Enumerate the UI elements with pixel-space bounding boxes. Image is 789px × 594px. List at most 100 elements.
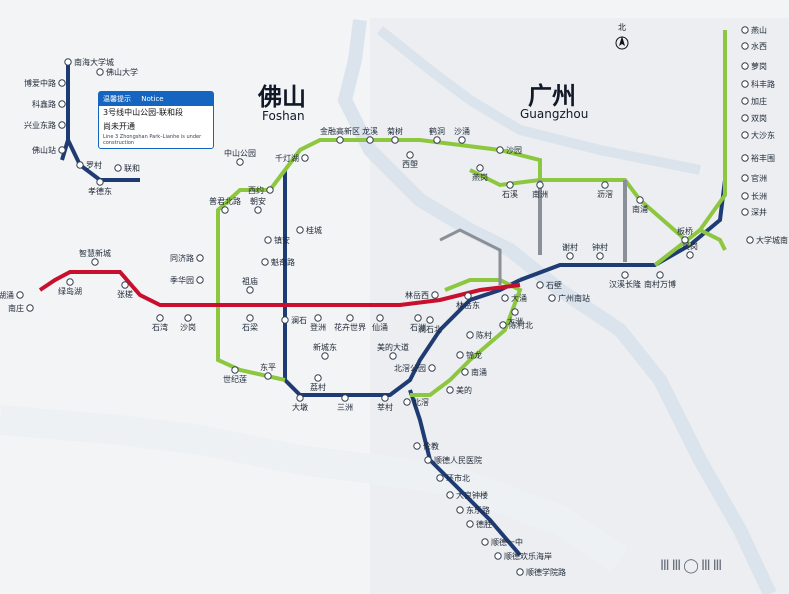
station-marker-s90 [482,539,488,545]
station-label-s66: 谢村 [562,242,578,252]
station-label-s43: 花卉世界 [334,322,366,332]
north-label: 北 [614,22,630,33]
station-label-s61: 世纪莲 [223,374,247,384]
station-marker-s35 [27,305,33,311]
station-label-s23: 燕岗 [472,172,488,182]
north-indicator: 北 [614,22,630,53]
station-marker-s75 [742,175,748,181]
station-marker-s22 [497,147,503,153]
station-marker-s12 [255,207,261,213]
station-label-s37: 张槎 [117,289,133,299]
north-arrow-icon [614,33,630,51]
station-label-s68: 汉溪长隆 [609,279,641,289]
station-marker-s18 [392,137,398,143]
station-label-s94: 大涌 [511,293,527,303]
station-marker-s24 [507,182,513,188]
station-label-s36: 智慧新城 [79,248,111,258]
station-marker-s52 [467,332,473,338]
station-marker-s59 [382,395,388,401]
station-label-s55: 美的 [456,385,472,395]
station-label-s79: 科丰路 [751,79,775,89]
station-label-s11: 普君北路 [209,196,241,206]
station-label-s41: 澜石 [291,316,307,325]
station-marker-s26 [602,182,608,188]
station-marker-s67 [597,253,603,259]
notice-box: 温馨提示 Notice 3号线中山公园-联和段 尚未开通 Line 3 Zhon… [98,91,214,149]
station-label-s77: 水西 [751,41,767,51]
station-marker-s78 [742,63,748,69]
watermark: ⅢⅢ◯ⅢⅢ [660,558,770,582]
station-marker-s04 [59,101,65,107]
station-marker-s17 [367,137,373,143]
station-marker-s25 [537,182,543,188]
station-marker-s48 [537,282,543,288]
station-label-s30: 同济路 [170,253,194,263]
station-label-s64: 新城东 [313,342,337,352]
station-label-s82: 裕丰围 [751,153,775,163]
station-label-s12: 朝安 [250,196,266,206]
station-marker-s81 [742,132,748,138]
city-guangzhou-en: Guangzhou [520,107,588,121]
station-label-s63: 大墩 [292,402,308,412]
station-marker-s61 [232,367,238,373]
station-label-s93: 澜石北 [418,325,442,334]
station-label-s91: 顺德欢乐海岸 [504,551,552,561]
notice-text-2: 尚未开通 [99,120,213,134]
station-label-s24: 石溪 [502,189,518,199]
station-marker-s33 [17,292,23,298]
line-navy-north [62,62,68,160]
station-marker-s39 [185,315,191,321]
station-marker-s53 [457,352,463,358]
station-label-s51: 陈村北 [509,320,533,330]
station-label-s13: 西约 [248,185,264,195]
station-label-s44: 仙涌 [372,322,388,332]
notice-badge: 温馨提示 [103,95,131,103]
station-marker-s44 [377,315,383,321]
station-marker-s41 [282,317,288,323]
station-label-s26: 沥滘 [597,190,613,199]
station-label-s20: 鹤洞 [429,126,445,136]
station-label-s54: 南涌 [471,367,487,377]
station-label-s03: 博爱中路 [24,78,56,88]
station-label-s75: 官洲 [751,173,767,183]
station-marker-s56 [429,365,435,371]
station-marker-s32 [262,259,268,265]
station-marker-s40 [247,315,253,321]
station-label-s80: 加庄 [751,96,767,106]
station-marker-s05 [59,122,65,128]
station-marker-s11 [222,207,228,213]
station-marker-s62 [265,373,271,379]
station-marker-s46 [432,292,438,298]
station-label-s53: 锦龙 [466,350,482,360]
station-marker-s85 [425,457,431,463]
station-marker-s47 [465,293,471,299]
station-marker-s37 [122,282,128,288]
station-label-s19: 西塱 [402,159,418,169]
station-marker-s77 [742,43,748,49]
station-marker-s68 [622,272,628,278]
station-marker-s09 [97,179,103,185]
station-label-s07: 罗村 [86,160,102,170]
station-marker-s87 [447,492,453,498]
station-label-s32: 魁奇路 [271,257,295,267]
station-marker-s94 [502,295,508,301]
station-marker-s50 [512,309,518,315]
station-label-s67: 钟村 [592,242,608,252]
station-label-s16: 金融高新区 [320,126,360,136]
station-marker-s57 [390,353,396,359]
station-marker-s19 [407,152,413,158]
station-label-s46: 林岳西 [405,290,429,300]
station-marker-s31 [197,277,203,283]
station-marker-s43 [347,315,353,321]
station-label-s14: 桂城 [306,225,322,235]
station-marker-s69 [657,272,663,278]
station-marker-s30 [197,255,203,261]
station-label-s34: 绿岛湖 [58,286,82,296]
station-marker-s34 [67,279,73,285]
station-label-s31: 季华园 [170,275,194,285]
station-label-s87: 大良钟楼 [456,490,488,500]
station-marker-s82 [742,155,748,161]
station-marker-s60 [342,395,348,401]
